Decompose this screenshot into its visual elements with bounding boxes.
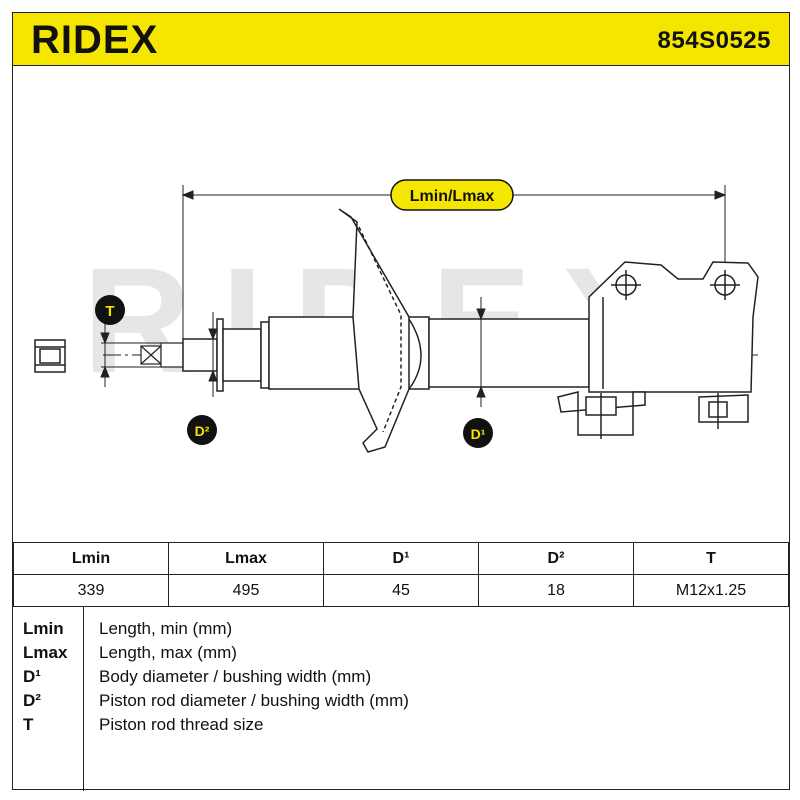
callout-t: T: [105, 303, 114, 320]
header-bar: RIDEX 854S0525: [12, 12, 790, 66]
spec-header: Lmax: [168, 542, 324, 575]
spec-value-row: 339 495 45 18 M12x1.25: [13, 574, 789, 607]
legend-value: Length, max (mm): [99, 643, 237, 662]
spec-value: 495: [168, 574, 324, 607]
length-label-pill: [390, 179, 514, 211]
callout-d2-circle: [187, 415, 217, 445]
legend-value: Piston rod thread size: [99, 715, 264, 734]
spec-value: M12x1.25: [633, 574, 789, 607]
legend-key: D¹: [23, 667, 41, 686]
spec-header: D¹: [323, 542, 479, 575]
legend-value: Body diameter / bushing width (mm): [99, 667, 372, 686]
piston-rod: [182, 318, 270, 392]
spec-value: 45: [323, 574, 479, 607]
body-tube: [268, 316, 590, 390]
legend: Lmin Length, min (mm) Lmax Length, max (…: [13, 606, 789, 791]
legend-value: Piston rod diameter / bushing width (mm): [99, 691, 409, 710]
callout-d1-circle: [463, 418, 493, 448]
length-label: Lmin/Lmax: [410, 188, 495, 205]
legend-key: T: [23, 715, 34, 734]
spec-value: 18: [478, 574, 634, 607]
spec-header: T: [633, 542, 789, 575]
legend-key: Lmax: [23, 643, 68, 662]
body-dimension: [476, 297, 486, 407]
spec-table: Lmin Lmax D¹ D² T 339 495 45 18 M12x1.25: [13, 542, 789, 607]
spec-header: D²: [478, 542, 634, 575]
spring-seat: [338, 208, 422, 453]
thread-dimension: [100, 321, 193, 387]
legend-divider: [83, 607, 84, 791]
shock-absorber-drawing: RIDEX Lmin/Lmax T: [34, 179, 759, 453]
knuckle-bracket: [557, 261, 759, 439]
threaded-stud: [140, 342, 184, 368]
spec-value: 339: [13, 574, 169, 607]
spec-header-row: Lmin Lmax D¹ D² T: [13, 542, 789, 575]
svg-text:RIDEX: RIDEX: [31, 21, 158, 59]
callout-d2: D²: [195, 423, 210, 439]
spec-header: Lmin: [13, 542, 169, 575]
legend-key: D²: [23, 691, 41, 710]
callout-d1: D¹: [471, 426, 486, 442]
rod-dimension: [208, 312, 218, 397]
ridex-logo: RIDEX: [31, 21, 158, 59]
legend-value: Length, min (mm): [99, 619, 233, 638]
callout-t-circle: [95, 295, 125, 325]
legend-key: Lmin: [23, 619, 64, 638]
part-number: 854S0525: [657, 27, 771, 54]
nut-part: [34, 339, 66, 373]
